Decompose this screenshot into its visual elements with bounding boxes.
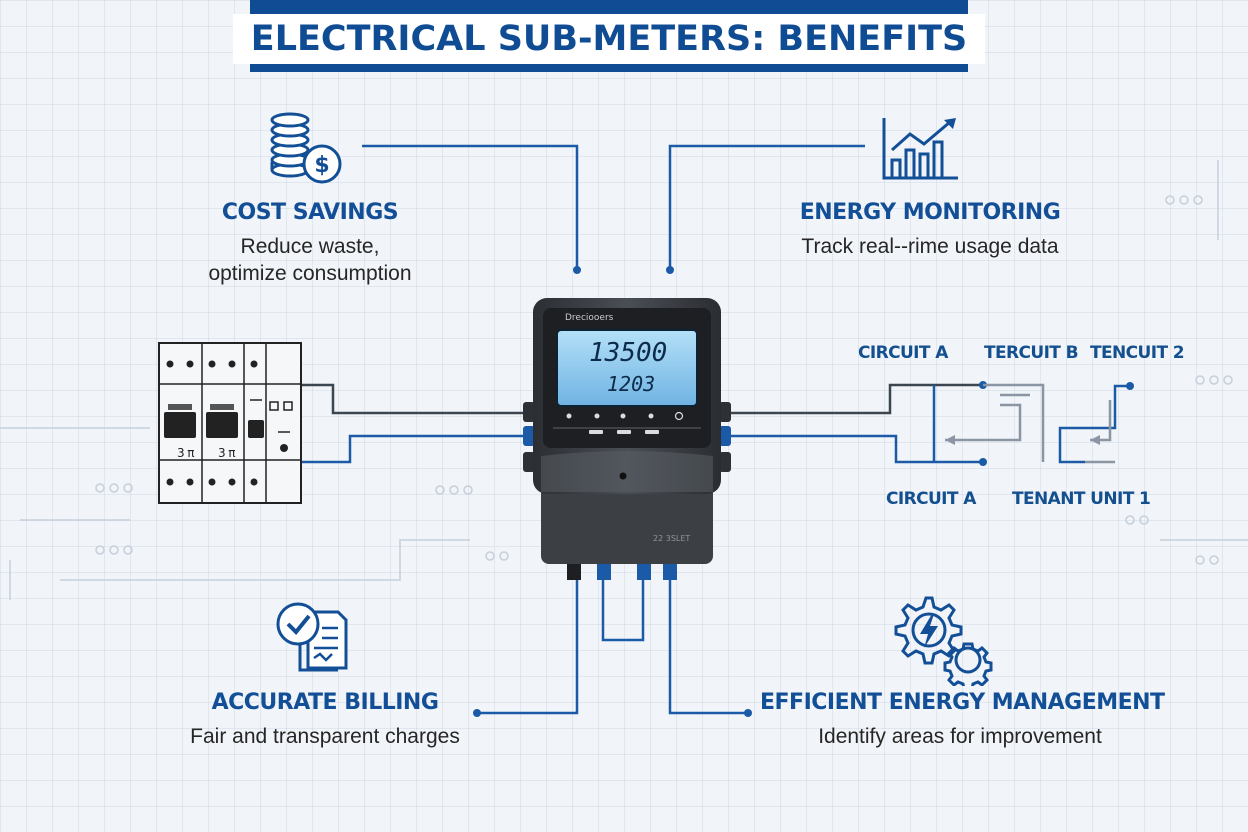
accurate-billing-heading: ACCURATE BILLING [211, 690, 439, 715]
benefit-accurate-billing: ACCURATE BILLING Fair and transparent ch… [170, 690, 480, 750]
breaker-label-left: 3 π [177, 446, 194, 460]
wire-accurate-billing [477, 566, 579, 715]
circuit-label-top-right: TENCUIT 2 [1090, 343, 1185, 363]
cost-savings-heading: COST SAVINGS [221, 200, 399, 225]
circuit-label-top-middle: TERCUIT B [984, 343, 1079, 363]
sub-meter-body [523, 298, 731, 580]
cost-savings-line1: Reduce waste, [240, 235, 380, 258]
efficient-management-description: Identify areas for improvement [818, 725, 1102, 748]
page-title: ELECTRICAL SUB-METERS: BENEFITS [232, 14, 986, 64]
growth-chart-icon [882, 118, 958, 180]
wire-cost-savings [362, 144, 579, 270]
wire-panel-upper [302, 383, 523, 415]
wire-circuit-lower [731, 434, 983, 464]
breaker-panel [158, 342, 302, 504]
sub-meter-device: Dreciooers 13500 1203 22 3SLET [523, 296, 731, 582]
benefit-energy-monitoring: ENERGY MONITORING Track real--rime usage… [780, 200, 1080, 260]
meter-model: 22 3SLET [653, 534, 691, 543]
wire-energy-monitoring [668, 144, 865, 270]
wire-bottom-loop [601, 566, 645, 642]
energy-monitoring-heading: ENERGY MONITORING [799, 200, 1061, 225]
breaker-label-middle: 3 π [218, 446, 235, 460]
meter-reading-main: 13500 [589, 338, 668, 368]
cost-savings-line2: optimize consumption [208, 262, 412, 285]
energy-monitoring-description: Track real--rime usage data [801, 235, 1059, 258]
benefit-cost-savings: COST SAVINGS Reduce waste, optimize cons… [190, 200, 430, 287]
wire-panel-lower [302, 434, 523, 464]
benefit-efficient-management: EFFICIENT ENERGY MANAGEMENT Identify are… [760, 690, 1165, 750]
circuit-label-bottom-right: TENANT UNIT 1 [1012, 489, 1151, 509]
wire-efficient-management [668, 566, 748, 715]
gear-lightning-icon [894, 596, 993, 686]
coins-dollar-icon: $ [270, 112, 342, 184]
circuit-label-top-left: CIRCUIT A [858, 343, 948, 363]
accurate-billing-description: Fair and transparent charges [190, 725, 460, 748]
cost-savings-description: Reduce waste, optimize consumption [190, 233, 430, 287]
meter-brand: Dreciooers [565, 313, 614, 323]
svg-text:$: $ [314, 153, 329, 178]
checklist-document-icon [276, 602, 348, 672]
circuit-label-bottom-left: CIRCUIT A [886, 489, 976, 509]
efficient-management-heading: EFFICIENT ENERGY MANAGEMENT [760, 690, 1165, 715]
meter-reading-secondary: 1203 [607, 372, 656, 396]
title-banner: ELECTRICAL SUB-METERS: BENEFITS [232, 0, 986, 72]
wire-circuit-upper [731, 383, 983, 415]
